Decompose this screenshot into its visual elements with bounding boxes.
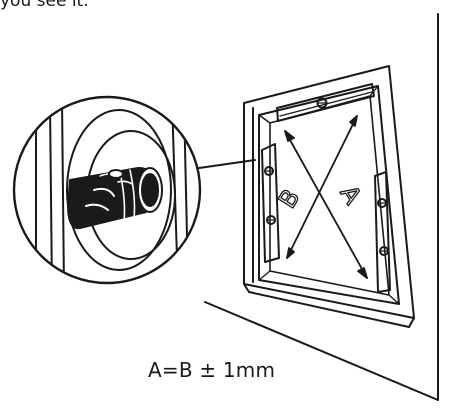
top-rail (276, 83, 375, 122)
right-bracket (374, 171, 391, 293)
left-bracket (261, 143, 280, 263)
cropped-instruction-text: you see it. (0, 0, 89, 11)
magnifier-pointer (198, 159, 256, 169)
tolerance-formula: A=B ± 1mm (148, 358, 276, 382)
wall (204, 13, 439, 401)
magnifier-detail (12, 95, 202, 285)
door-outer-frame (243, 65, 415, 328)
diagonal-a-arrow (286, 115, 358, 259)
diagonal-b-arrow (284, 130, 368, 279)
diagonal-label-a: A (335, 180, 368, 209)
